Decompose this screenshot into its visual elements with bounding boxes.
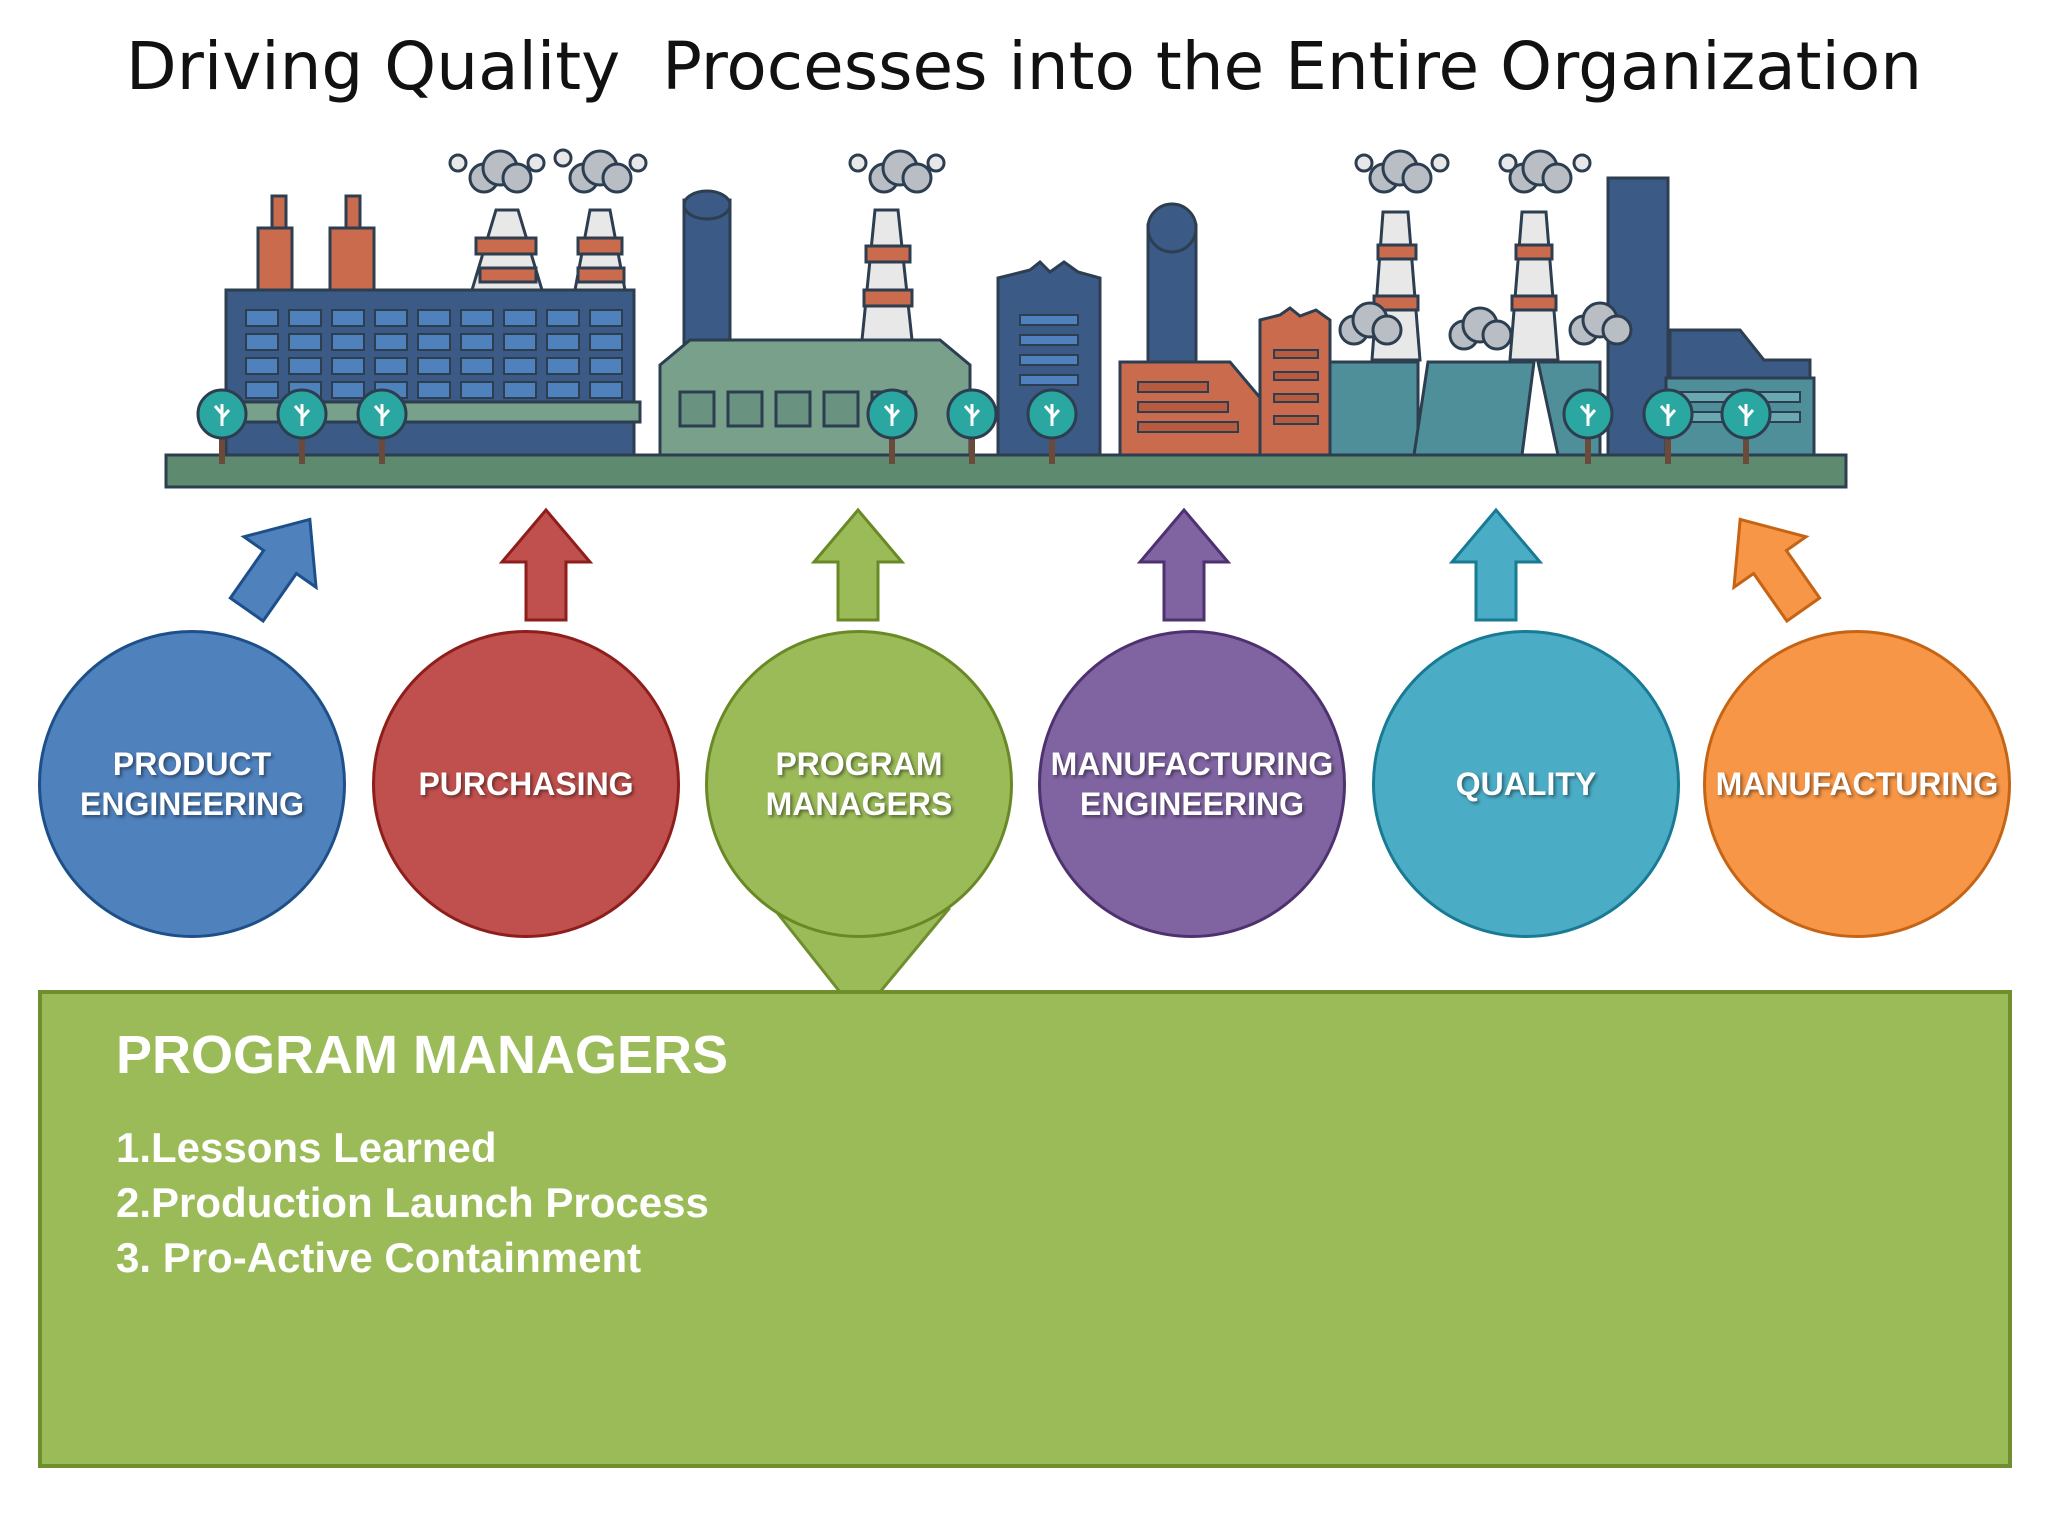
factory-window	[417, 309, 451, 327]
factory-window	[331, 381, 365, 399]
factory-window	[503, 357, 537, 375]
tree-icon	[946, 388, 998, 464]
factory-window	[546, 309, 580, 327]
detail-item: 2.Production Launch Process	[116, 1179, 709, 1226]
factory-window	[503, 333, 537, 351]
factory-window	[374, 333, 408, 351]
factory-window	[546, 357, 580, 375]
smoke-cloud-icon	[448, 148, 1633, 351]
factory-window	[589, 333, 623, 351]
smoke-cloud-icon	[468, 149, 533, 194]
factory-window	[546, 381, 580, 399]
smoke-puff	[553, 148, 573, 168]
smoke-puff	[526, 153, 546, 173]
smoke-cloud-icon	[1508, 149, 1573, 194]
factory-window	[245, 309, 279, 327]
smoke-puff	[1430, 153, 1450, 173]
arrow-up-icon	[228, 517, 318, 624]
factory-window	[460, 357, 494, 375]
tree-icon	[866, 388, 918, 464]
factory-window	[503, 309, 537, 327]
tree-icon	[196, 388, 248, 464]
department-label: QUALITY	[1455, 766, 1597, 802]
factory-window	[417, 357, 451, 375]
factory-illustration	[164, 176, 1848, 489]
smoke-puff	[848, 153, 868, 173]
smoke-puff	[448, 153, 468, 173]
smoke-cloud-icon	[868, 149, 933, 194]
factory-window	[417, 381, 451, 399]
tree-icon	[1720, 388, 1772, 464]
department-label: MANUFACTURING	[1715, 766, 1999, 802]
department-arrows	[228, 507, 1822, 624]
factory-window	[546, 333, 580, 351]
smoke-puff	[628, 153, 648, 173]
ground-strip	[164, 453, 1848, 489]
factory-window	[589, 357, 623, 375]
factory-window	[245, 357, 279, 375]
tree-icon	[1642, 388, 1694, 464]
tree-icon	[1026, 388, 1078, 464]
tree-row	[196, 388, 1772, 464]
factory-window	[460, 333, 494, 351]
smoke-puff	[1498, 153, 1518, 173]
factory-window	[288, 357, 322, 375]
factory-window	[331, 333, 365, 351]
smoke-cloud-icon	[1448, 306, 1513, 351]
tree-icon	[276, 388, 328, 464]
smoke-puff	[1572, 153, 1592, 173]
department-label: PRODUCT ENGINEERING	[79, 746, 305, 822]
smoke-cloud-icon	[1568, 301, 1633, 346]
arrow-up-icon	[810, 507, 906, 622]
tree-icon	[356, 388, 408, 464]
arrow-up-icon	[1732, 517, 1822, 624]
factory-window	[417, 333, 451, 351]
tree-icon	[1562, 388, 1614, 464]
department-circle[interactable]: MANUFACTURING	[1703, 630, 2011, 938]
department-label: MANUFACTURING ENGINEERING	[1050, 746, 1334, 822]
factory-window	[374, 309, 408, 327]
factory-window	[245, 381, 279, 399]
arrow-up-icon	[1448, 507, 1544, 622]
detail-item: 1.Lessons Learned	[116, 1124, 497, 1171]
smoke-puff	[926, 153, 946, 173]
arrow-up-icon	[498, 507, 594, 622]
detail-title: PROGRAM MANAGERS	[116, 1025, 729, 1085]
factory-window	[374, 357, 408, 375]
slide-title: Driving Quality Processes into the Entir…	[125, 28, 1923, 105]
detail-panel: PROGRAM MANAGERS 1.Lessons Learned 2.Pro…	[38, 990, 2012, 1468]
department-circle[interactable]: MANUFACTURING ENGINEERING	[1038, 630, 1346, 938]
department-circle[interactable]: QUALITY	[1372, 630, 1680, 938]
arrow-up-icon	[1136, 507, 1232, 622]
factory-window	[503, 381, 537, 399]
detail-list: 1.Lessons Learned 2.Production Launch Pr…	[116, 1120, 709, 1285]
factory-window	[245, 333, 279, 351]
factory-window	[288, 309, 322, 327]
department-label: PROGRAM MANAGERS	[765, 746, 953, 822]
factory-window	[589, 309, 623, 327]
smoke-cloud-icon	[1368, 149, 1433, 194]
factory-window	[460, 381, 494, 399]
department-circle[interactable]: PURCHASING	[372, 630, 680, 938]
smoke-puff	[1354, 153, 1374, 173]
department-circle[interactable]: PROGRAM MANAGERS	[705, 630, 1013, 938]
factory-window	[460, 309, 494, 327]
department-label: PURCHASING	[418, 766, 634, 802]
department-circle[interactable]: PRODUCT ENGINEERING	[38, 630, 346, 938]
factory-window	[331, 309, 365, 327]
factory-window	[288, 333, 322, 351]
smoke-cloud-icon	[568, 149, 633, 194]
smoke-cloud-icon	[1338, 301, 1403, 346]
detail-item: 3. Pro-Active Containment	[116, 1234, 642, 1281]
factory-window	[331, 357, 365, 375]
factory-window	[589, 381, 623, 399]
